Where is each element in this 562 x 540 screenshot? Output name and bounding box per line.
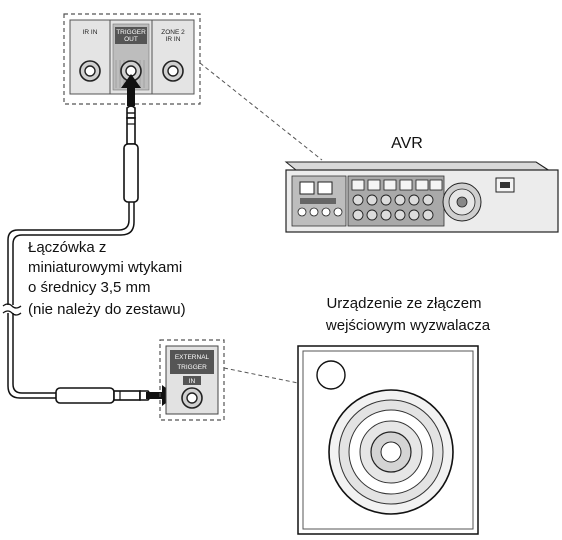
cable-label-line3: o średnicy 3,5 mm <box>28 279 151 296</box>
zone2-ir-in-jack <box>162 60 184 82</box>
external-trigger-input: EXTERNAL TRIGGER IN <box>159 339 225 421</box>
zone2-ir-in-label-line2: IR IN <box>166 36 181 43</box>
avr-rear-panel <box>284 161 559 233</box>
ir-in-label: IR IN <box>83 29 98 36</box>
cable-label-line2: miniaturowymi wtykami <box>28 259 182 276</box>
avr-label: AVR <box>391 135 423 152</box>
plug-in-arrow-up-icon <box>121 74 141 106</box>
trigger-out-label-line2: OUT <box>124 36 138 43</box>
mini-jack-cable <box>2 105 151 404</box>
device-label-line1: Urządzenie ze złączem <box>326 295 481 312</box>
cable-label-line1: Łączówka z <box>28 239 106 256</box>
ir-in-jack <box>79 60 101 82</box>
zone2-ir-in-label-line1: ZONE 2 <box>161 29 185 36</box>
callout-line-device <box>223 367 299 384</box>
speaker-driver-icon <box>328 389 454 515</box>
trigger-label: TRIGGER <box>177 364 207 371</box>
cable-label: Łączówka z miniaturowymi wtykami o średn… <box>26 236 226 326</box>
in-label: IN <box>189 378 196 385</box>
subwoofer-device <box>297 345 479 535</box>
external-label: EXTERNAL <box>175 354 210 361</box>
cable-label-line4: (nie należy do zestawu) <box>28 301 186 318</box>
port-icon <box>316 360 346 390</box>
avr-fan-icon <box>442 182 482 222</box>
callout-line-avr <box>199 62 323 161</box>
device-label-line2: wejściowym wyzwalacza <box>325 317 491 334</box>
trigger-out-jack <box>120 60 142 82</box>
trigger-out-label-line1: TRIGGER <box>116 29 146 36</box>
